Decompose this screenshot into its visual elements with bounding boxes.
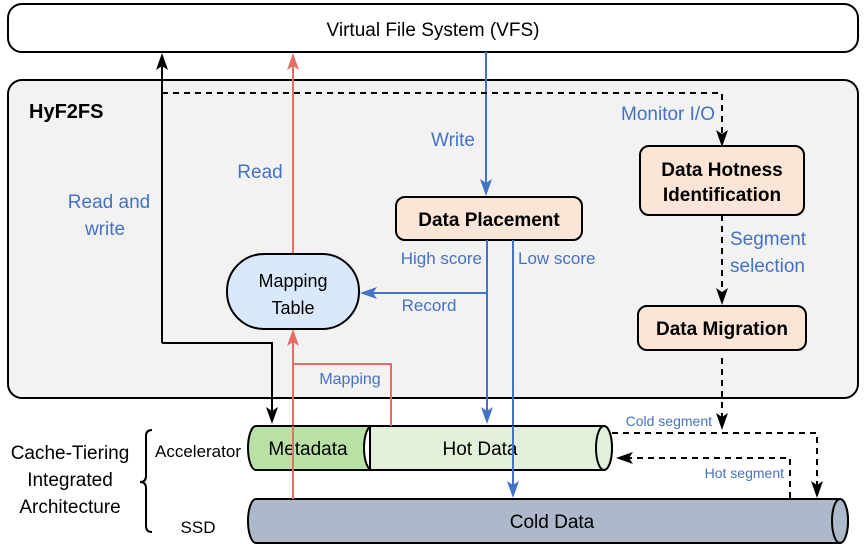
hot-segment-edge xyxy=(616,452,791,498)
data-placement-label: Data Placement xyxy=(418,210,560,231)
group-label-1: Cache-Tiering xyxy=(11,443,130,464)
cold-data-cylinder xyxy=(247,498,849,544)
mapping-table-label-2: Table xyxy=(271,298,314,318)
metadata-label: Metadata xyxy=(268,439,348,460)
read-write-edge xyxy=(156,53,278,424)
data-hotness-label-2: Identification xyxy=(663,185,781,206)
hot-segment-label: Hot segment xyxy=(705,465,784,481)
arrow-left-icon xyxy=(360,287,377,299)
arrow-down-icon xyxy=(716,288,728,305)
metadata-cylinder xyxy=(247,425,373,471)
low-score-label: Low score xyxy=(518,249,595,268)
read-write-label-1: Read and xyxy=(68,192,150,213)
vfs-label: Virtual File System (VFS) xyxy=(327,20,540,41)
arrow-up-icon xyxy=(156,53,168,70)
read-edge xyxy=(287,53,299,253)
cold-segment-label: Cold segment xyxy=(626,413,712,429)
data-hotness-label-1: Data Hotness xyxy=(661,160,782,181)
mapping-table-label-1: Mapping xyxy=(258,271,327,291)
write-edge xyxy=(480,52,492,196)
hot-data-cylinder xyxy=(369,425,613,471)
segment-selection-label-2: selection xyxy=(730,256,805,277)
high-score-label: High score xyxy=(401,249,482,268)
ssd-label: SSD xyxy=(181,518,216,537)
record-edge xyxy=(360,287,487,299)
arrow-down-icon xyxy=(716,130,728,147)
monitor-io-label: Monitor I/O xyxy=(621,104,715,125)
segment-selection-label-1: Segment xyxy=(730,229,807,250)
group-label-2: Integrated xyxy=(27,470,113,491)
record-label: Record xyxy=(402,296,457,315)
arrow-down-icon xyxy=(811,481,823,498)
cold-data-label: Cold Data xyxy=(510,512,595,533)
mapping-table-node xyxy=(226,253,360,330)
segment-selection-edge xyxy=(716,215,728,305)
hot-data-label: Hot Data xyxy=(443,439,518,460)
accelerator-label: Accelerator xyxy=(155,442,241,461)
high-score-edge xyxy=(481,240,493,424)
write-label: Write xyxy=(431,130,475,151)
cold-segment-edge xyxy=(612,358,823,498)
data-placement-node xyxy=(395,196,583,241)
read-write-label-2: write xyxy=(84,219,125,240)
arrow-left-icon xyxy=(616,452,633,464)
data-migration-label: Data Migration xyxy=(656,319,788,340)
arrow-down-icon xyxy=(480,179,492,196)
arrow-up-icon xyxy=(287,53,299,70)
vfs-box xyxy=(7,3,859,53)
mapping-label: Mapping xyxy=(319,371,380,388)
hyf2fs-title: HyF2FS xyxy=(29,101,103,123)
data-migration-node xyxy=(637,305,807,351)
arrow-down-icon xyxy=(266,407,278,424)
group-label-3: Architecture xyxy=(19,497,120,518)
read-label: Read xyxy=(237,162,282,183)
monitor-io-edge xyxy=(162,92,728,147)
arrow-down-icon xyxy=(716,413,728,430)
arrow-down-icon xyxy=(481,407,493,424)
arrow-up-icon xyxy=(287,329,299,346)
brace-icon xyxy=(139,429,153,533)
